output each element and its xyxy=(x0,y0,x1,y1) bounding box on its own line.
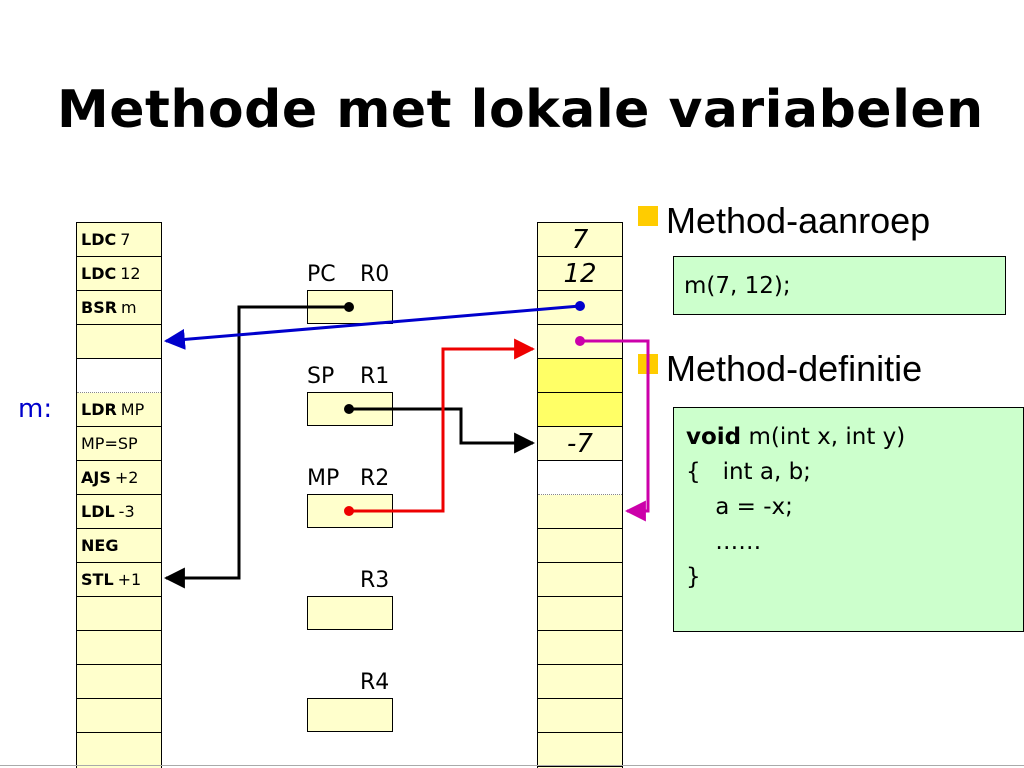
call-code: m(7, 12); xyxy=(684,273,791,299)
code-cell: AJS+2 xyxy=(77,461,161,495)
operand: 7 xyxy=(120,230,131,249)
code-cell: STL+1 xyxy=(77,563,161,597)
bullet-method-call: Method-aanroep xyxy=(638,200,930,242)
operand: 12 xyxy=(120,264,141,283)
register-name: PC xyxy=(307,262,336,287)
definition-line: } xyxy=(686,564,701,590)
pc-arrow xyxy=(163,305,349,589)
definition-code-box: void m(int x, int y) { int a, b; a = -x;… xyxy=(673,407,1024,632)
operand: +2 xyxy=(114,468,139,487)
stack-cell xyxy=(538,733,622,767)
old-mp-dot xyxy=(575,336,585,346)
operand: MP=SP xyxy=(81,434,138,453)
stack-cell: 12 xyxy=(538,257,622,291)
code-cell xyxy=(77,665,161,699)
register-name: MP xyxy=(307,466,340,491)
operand: m xyxy=(121,298,137,317)
code-cell: NEG xyxy=(77,529,161,563)
sp-arrow xyxy=(349,407,536,454)
stack-cell xyxy=(538,665,622,699)
stack-cell xyxy=(538,291,622,325)
opcode: NEG xyxy=(81,536,119,555)
code-cell xyxy=(77,359,161,393)
operand: +1 xyxy=(117,570,142,589)
pc-dot xyxy=(344,302,354,312)
opcode: STL xyxy=(81,570,114,589)
bullet-method-definition: Method-definitie xyxy=(638,348,922,390)
operand: MP xyxy=(120,400,145,419)
register-id: R3 xyxy=(360,568,390,593)
register-box xyxy=(307,596,393,630)
stack-cell xyxy=(538,631,622,665)
bullet-square-icon xyxy=(638,206,658,226)
code-cell xyxy=(77,631,161,665)
definition-line: a = -x; xyxy=(686,494,793,520)
signature-text: m(int x, int y) xyxy=(741,424,906,450)
bottom-divider xyxy=(0,765,1024,766)
code-cell xyxy=(77,325,161,359)
definition-line: { int a, b; xyxy=(686,459,811,485)
definition-signature: void m(int x, int y) xyxy=(686,420,1011,455)
bullet-label: Method-aanroep xyxy=(666,200,931,241)
stack-cell: 7 xyxy=(538,223,622,257)
register-id: R2 xyxy=(360,466,390,491)
bullet-label: Method-definitie xyxy=(666,348,923,389)
mp-dot xyxy=(344,506,354,516)
sp-dot xyxy=(344,404,354,414)
code-cell xyxy=(77,597,161,631)
code-cell xyxy=(77,699,161,733)
mp-arrow xyxy=(349,338,536,513)
operand: -3 xyxy=(118,502,135,521)
stack-cell xyxy=(538,325,622,359)
definition-line: …… xyxy=(686,529,762,555)
opcode: BSR xyxy=(81,298,118,317)
void-keyword: void xyxy=(686,424,742,450)
register-box xyxy=(307,698,393,732)
register-name: SP xyxy=(307,364,335,389)
call-code-box: m(7, 12); xyxy=(673,256,1006,315)
stack-cell xyxy=(538,393,622,427)
code-cell: LDL-3 xyxy=(77,495,161,529)
register-id: R1 xyxy=(360,364,390,389)
stack-cell: -7 xyxy=(538,427,622,461)
register-id: R4 xyxy=(360,670,390,695)
stack-cell xyxy=(538,461,622,495)
opcode: LDC xyxy=(81,264,117,283)
stack-cell xyxy=(538,359,622,393)
stack-cell xyxy=(538,495,622,529)
register-id: R0 xyxy=(360,262,390,287)
stack-cell xyxy=(538,529,622,563)
opcode: LDR xyxy=(81,400,117,419)
opcode: LDL xyxy=(81,502,115,521)
return-address-arrow xyxy=(163,304,581,350)
code-cell: MP=SP xyxy=(77,427,161,461)
stack-cell xyxy=(538,699,622,733)
return-address-dot xyxy=(575,301,585,311)
opcode: LDC xyxy=(81,230,117,249)
method-label: m: xyxy=(18,394,53,424)
page-title: Methode met lokale variabelen xyxy=(57,80,984,140)
opcode: AJS xyxy=(81,468,111,487)
stack-cell xyxy=(538,563,622,597)
old-mp-arrow xyxy=(580,339,650,522)
stack-cell xyxy=(538,597,622,631)
